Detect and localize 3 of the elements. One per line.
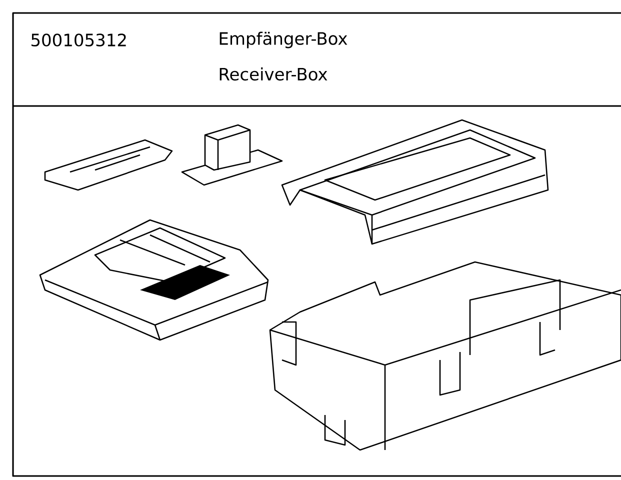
part-label: Empfänger-Box [220, 32, 348, 48]
part-label: Receiver-Box [220, 67, 328, 81]
part-label: 500105312 [32, 34, 126, 46]
